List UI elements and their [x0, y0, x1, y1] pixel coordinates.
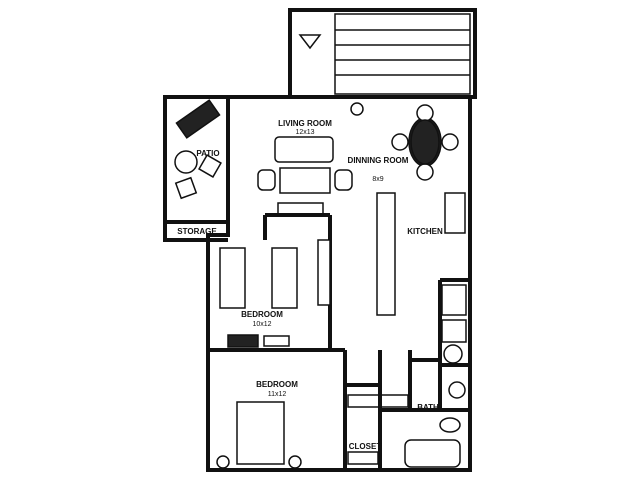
dining-room-size: 8x9 [372, 176, 383, 183]
bedroom-2-size: 11x12 [268, 391, 287, 398]
bath-fixtures [347, 381, 466, 468]
bath-label: BATH [417, 403, 439, 412]
closet-label: CLOSET [349, 442, 382, 451]
dining-table [391, 104, 459, 181]
interior-walls [208, 213, 470, 470]
living-room-furniture [257, 102, 364, 216]
kitchen-label: KITCHEN [407, 227, 443, 236]
patio-label: PATIO [196, 149, 219, 158]
bedroom-1-label: BEDROOM [241, 310, 283, 319]
kitchen-fixtures [376, 192, 467, 364]
exterior-walls [163, 95, 472, 472]
bedroom-2-furniture [216, 401, 302, 469]
stairwell [288, 8, 477, 99]
living-room-label: LIVING ROOM [278, 119, 332, 128]
storage-label: STORAGE [177, 227, 217, 236]
bedroom-2-label: BEDROOM [256, 380, 298, 389]
bedroom-1-furniture [219, 239, 331, 348]
bedroom-1-size: 10x12 [252, 321, 271, 328]
dining-room-label: DINNING ROOM [348, 156, 409, 165]
living-room-size: 12x13 [295, 129, 314, 136]
patio-furniture [174, 99, 222, 200]
